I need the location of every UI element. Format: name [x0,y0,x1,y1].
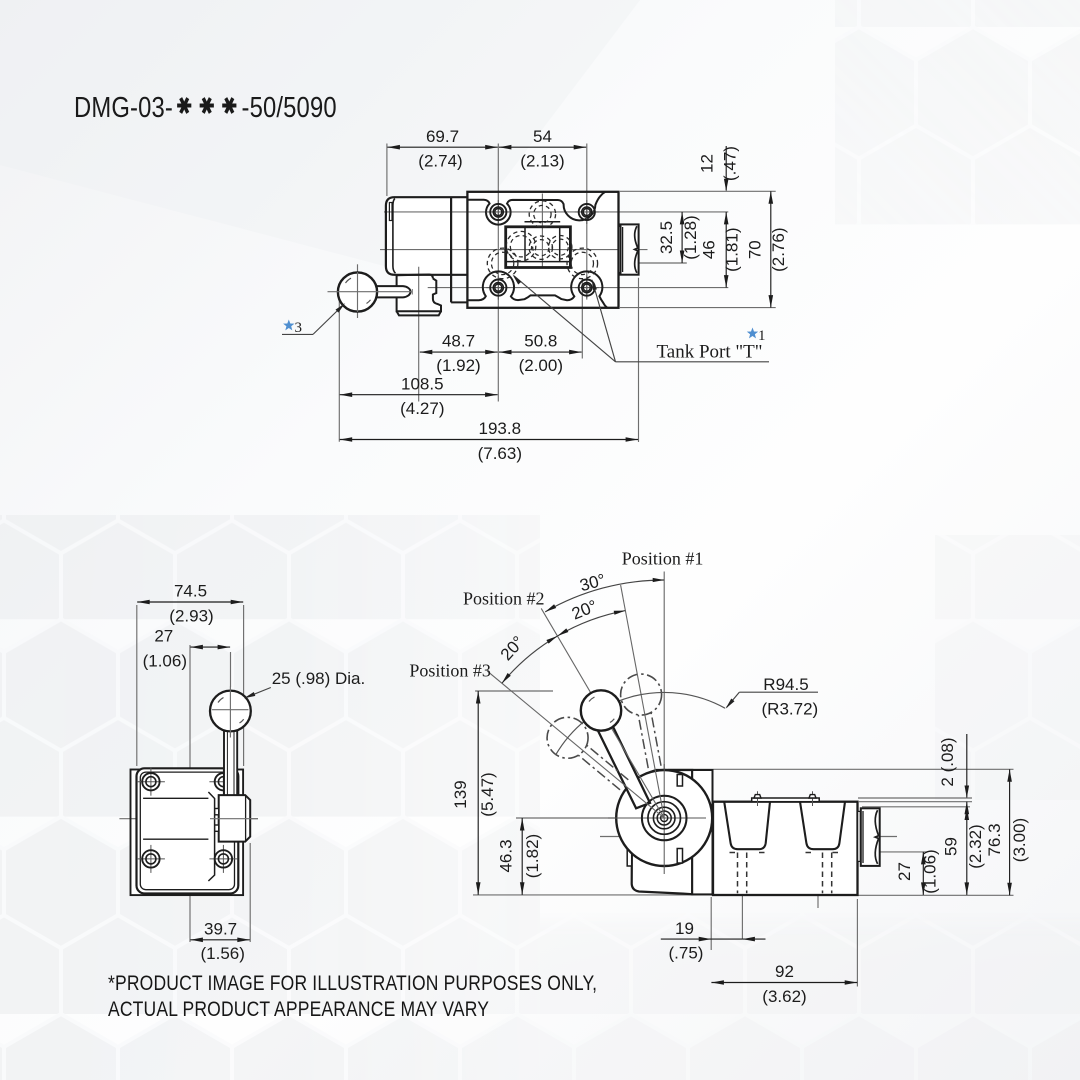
svg-text:(.75): (.75) [669,944,704,963]
svg-text:2 (.08): 2 (.08) [938,737,957,786]
svg-text:48.7: 48.7 [442,332,475,351]
svg-text:25 (.98) Dia.: 25 (.98) Dia. [272,669,366,688]
svg-text:(1.81): (1.81) [723,227,742,271]
svg-text:193.8: 193.8 [479,419,522,438]
svg-text:19: 19 [675,919,694,938]
svg-text:(2.93): (2.93) [169,606,213,625]
svg-text:(7.63): (7.63) [478,444,522,463]
svg-text:54: 54 [533,127,552,146]
svg-text:(2.00): (2.00) [519,356,563,375]
svg-text:139: 139 [451,780,470,808]
svg-text:27: 27 [154,627,173,646]
svg-text:(1.82): (1.82) [523,834,542,878]
svg-text:(1.28): (1.28) [681,215,700,259]
svg-text:(1.56): (1.56) [200,944,244,963]
svg-text:46: 46 [699,240,718,259]
svg-text:12: 12 [698,154,717,173]
svg-text:(R3.72): (R3.72) [762,700,819,719]
svg-text:(2.76): (2.76) [769,227,788,271]
svg-text:70: 70 [746,240,765,259]
svg-text:108.5: 108.5 [401,374,444,393]
svg-text:(3.62): (3.62) [762,987,806,1006]
svg-text:27: 27 [895,862,914,881]
svg-text:50.8: 50.8 [524,332,557,351]
svg-text:3: 3 [295,320,303,336]
svg-text:(5.47): (5.47) [478,772,497,816]
svg-text:1: 1 [758,328,766,344]
svg-text:(1.06): (1.06) [143,651,187,670]
svg-text:76.3: 76.3 [985,823,1004,856]
svg-text:69.7: 69.7 [426,127,459,146]
svg-text:(2.32): (2.32) [966,824,985,868]
svg-text:39.7: 39.7 [204,919,237,938]
svg-text:(1.92): (1.92) [436,356,480,375]
svg-text:74.5: 74.5 [174,582,207,601]
svg-text:46.3: 46.3 [496,839,515,872]
svg-text:Tank Port "T": Tank Port "T" [657,341,763,362]
svg-text:(1.06): (1.06) [921,849,940,893]
svg-text:Position #1: Position #1 [622,548,704,568]
svg-text:(2.74): (2.74) [418,152,462,171]
svg-text:Position #3: Position #3 [409,661,491,681]
svg-text:32.5: 32.5 [657,221,676,254]
svg-text:59: 59 [941,837,960,856]
svg-text:Position #2: Position #2 [463,588,545,608]
svg-text:92: 92 [775,962,794,981]
svg-text:R94.5: R94.5 [763,675,808,694]
svg-text:(4.27): (4.27) [400,399,444,418]
svg-text:(.47): (.47) [721,146,740,181]
svg-text:(3.00): (3.00) [1010,818,1029,862]
svg-text:(2.13): (2.13) [520,152,564,171]
